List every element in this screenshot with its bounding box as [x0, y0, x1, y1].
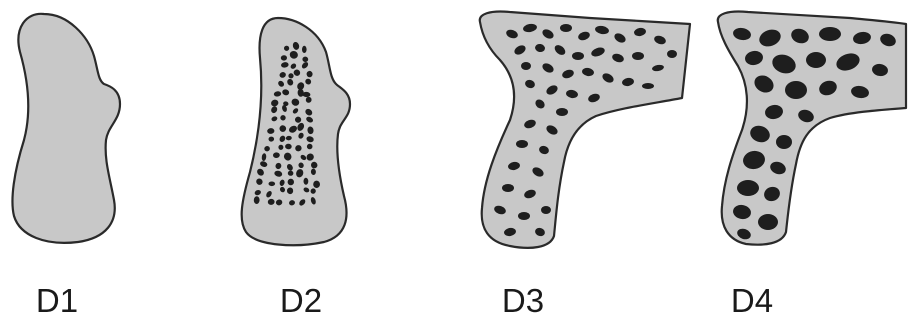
d1-bone-outline	[12, 14, 120, 243]
d3-label: D3	[502, 282, 544, 319]
d2-pore	[269, 182, 276, 187]
d3-pore	[560, 24, 572, 32]
d3-pore	[632, 52, 644, 60]
d3-pore	[521, 62, 531, 70]
panel-d3: D3	[480, 11, 690, 319]
d3-bone-outline	[480, 11, 690, 247]
d4-label: D4	[731, 282, 773, 319]
d4-pore	[776, 135, 792, 149]
d3-pore	[541, 206, 551, 214]
d3-pore	[516, 140, 528, 148]
d4-pore	[785, 81, 807, 99]
panel-d1: D1	[12, 14, 120, 319]
d2-pore	[302, 46, 307, 53]
d3-pore	[556, 108, 568, 116]
d3-pore	[502, 184, 514, 192]
d3-pore	[518, 212, 530, 220]
d3-pore	[667, 50, 677, 58]
d4-pore	[758, 214, 778, 230]
d4-pore	[737, 180, 759, 196]
d4-pore	[819, 27, 841, 41]
panel-d2: D2	[242, 18, 350, 319]
d1-label: D1	[36, 282, 78, 319]
d4-pore	[806, 52, 826, 68]
panel-d4: D4	[718, 11, 906, 319]
d3-pore	[642, 83, 654, 89]
d2-label: D2	[280, 282, 322, 319]
d3-pore	[572, 52, 584, 60]
